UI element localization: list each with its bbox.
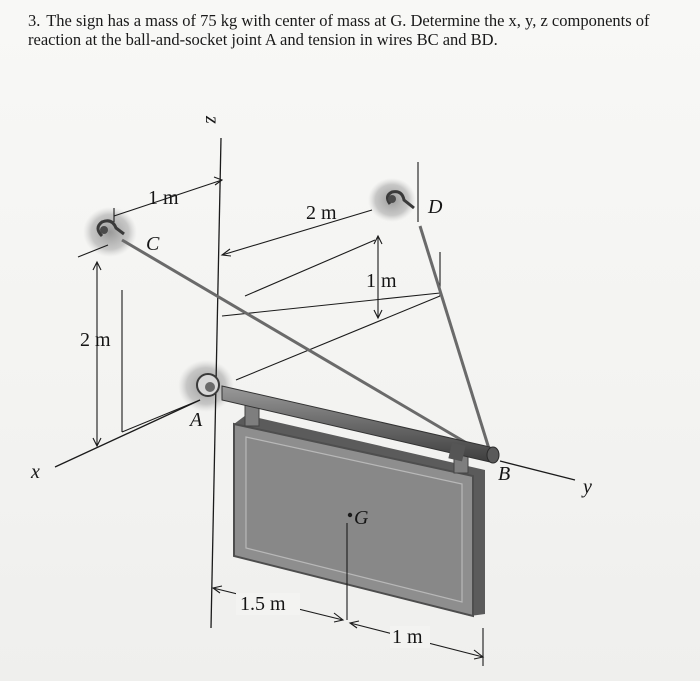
point-d-label: D	[427, 196, 443, 218]
point-g-label: G	[354, 507, 369, 529]
guide-line-1	[221, 292, 441, 317]
dim-bottom-right-arrow-l	[348, 620, 360, 629]
wire-bc	[121, 238, 488, 457]
dim-c-height-tick	[77, 244, 109, 258]
hook-d	[385, 190, 415, 210]
guide-line-6	[121, 399, 201, 433]
wire-bd	[418, 225, 492, 453]
problem-statement: 3. The sign has a mass of 75 kg with cen…	[28, 11, 688, 49]
dim-bottom-left-arrow-l	[211, 585, 223, 594]
problem-number: 3.	[28, 11, 41, 30]
rod-end-b	[486, 446, 500, 464]
dim-d-drop-arrow-top	[373, 234, 383, 245]
dim-top-span-line	[221, 209, 373, 256]
dim-top-span-label: 2 m	[306, 202, 337, 224]
x-axis-label: x	[30, 461, 40, 483]
rod-collar	[448, 442, 466, 462]
point-a-label: A	[188, 409, 203, 431]
point-c-label: C	[146, 233, 160, 255]
dim-bottom-left-label: 1.5 m	[240, 593, 286, 615]
g-marker	[347, 512, 353, 518]
dim-c-height-arrow-bot	[92, 437, 102, 448]
dim-bottom-left-bg	[236, 593, 300, 615]
dim-d-drop-arrow-bot	[373, 309, 383, 320]
dim-top-offset-arrow	[213, 176, 224, 186]
guide-line-3	[235, 295, 441, 381]
z-axis-label: z	[201, 115, 223, 124]
ball-socket-a-inner	[205, 382, 215, 392]
hook-c	[96, 219, 125, 238]
dim-c-height-label: 2 m	[80, 329, 111, 351]
support-shadow-c	[83, 207, 137, 257]
pin-c	[100, 226, 108, 234]
x-axis	[54, 399, 201, 468]
dim-bottom-left-arrow-r	[333, 612, 345, 623]
sign-board-face	[245, 436, 463, 603]
y-axis	[499, 460, 576, 481]
dim-d-drop-label: 1 m	[366, 270, 397, 292]
dim-bottom-right-bg	[390, 626, 430, 648]
problem-text: The sign has a mass of 75 kg with center…	[28, 11, 650, 49]
y-axis-label: y	[581, 476, 592, 498]
dim-top-offset-line	[113, 179, 223, 217]
dim-top-offset-label: 1 m	[148, 187, 179, 209]
dim-top-span-arrow	[220, 248, 232, 257]
dim-c-height-arrow-top	[92, 260, 102, 271]
point-b-label: B	[498, 463, 510, 485]
dim-bottom-right-label: 1 m	[392, 626, 423, 648]
pin-d	[388, 195, 396, 203]
guide-line-2	[244, 239, 376, 297]
